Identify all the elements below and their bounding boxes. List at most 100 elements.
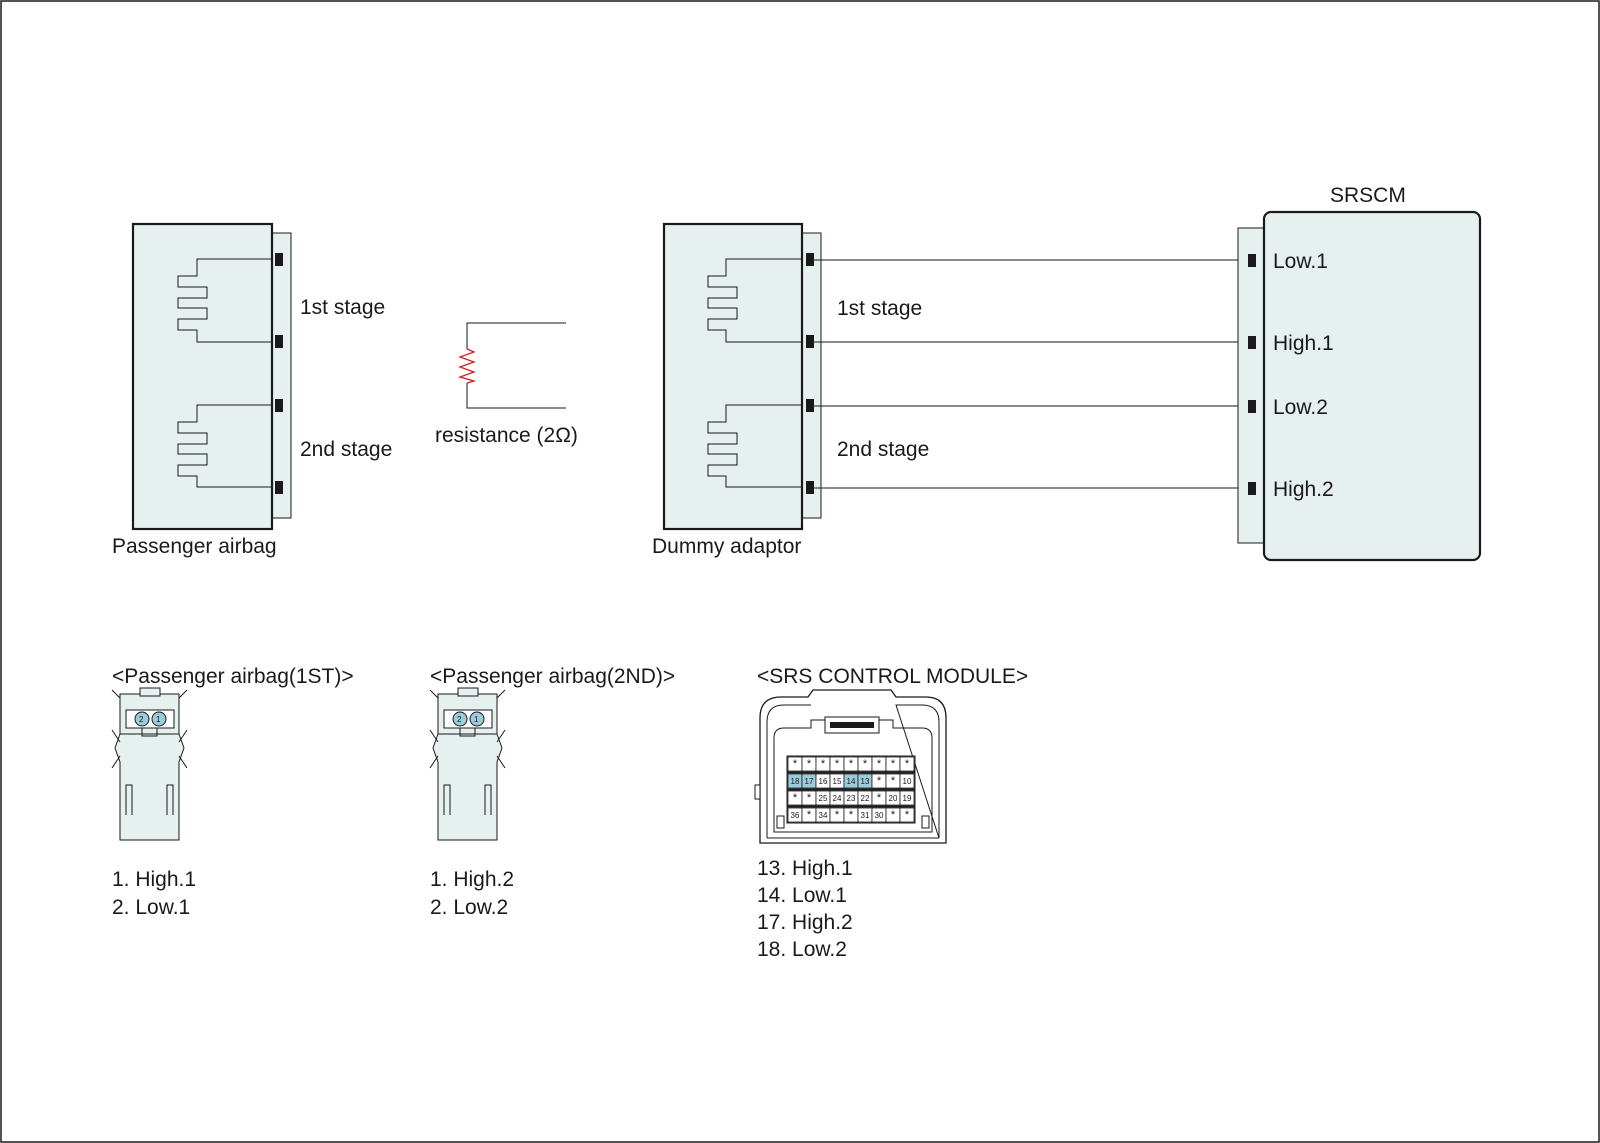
airbag-squib-1st [177, 258, 272, 343]
airbag-terminal-3 [275, 399, 283, 412]
svg-text:1: 1 [156, 715, 161, 724]
connector-legend-item: 1. High.2 [430, 868, 514, 891]
srs-pin-number: 25 [819, 794, 828, 803]
srs-pin-cell [899, 756, 915, 772]
srscm-pin-label: High.1 [1273, 332, 1334, 355]
connector-pin [134, 711, 150, 727]
connector-airbag-1st: <Passenger airbag(1ST)> 2 1 1. High.1 2.… [111, 665, 354, 919]
resistor-lead-bottom [466, 383, 566, 409]
srscm-body [1262, 210, 1482, 562]
srs-pin-number: * [891, 809, 896, 821]
adaptor-squib-2nd [707, 404, 802, 488]
srs-pin-number: 19 [903, 794, 912, 803]
airbag-body [131, 222, 274, 531]
srscm-connector-strip [1237, 227, 1266, 544]
srscm-terminal-1 [1248, 254, 1256, 267]
srs-pin-cell [899, 790, 915, 806]
srscm-terminal-2 [1248, 336, 1256, 349]
adaptor-stage2-label: 2nd stage [837, 438, 929, 461]
srs-pin-number: * [807, 809, 812, 821]
connector-drawing: 2 1 [111, 687, 188, 841]
srs-pin-number: 20 [889, 794, 898, 803]
srs-pin-number: 34 [819, 811, 828, 820]
srscm-pin-label: High.2 [1273, 478, 1334, 501]
srs-pin-number: 15 [833, 777, 842, 786]
connector-pin [469, 711, 485, 727]
connector-legend-item: 2. Low.2 [430, 896, 508, 919]
connector-legend-item: 18. Low.2 [757, 938, 847, 961]
srscm-terminal-3 [1248, 400, 1256, 413]
srs-pin-number: 17 [805, 777, 814, 786]
connector-title: <SRS CONTROL MODULE> [757, 665, 1028, 688]
connector-pin [452, 711, 468, 727]
connector-airbag-2nd: <Passenger airbag(2ND)> 2 1 1. High.2 2.… [429, 665, 675, 919]
srscm-terminal-4 [1248, 482, 1256, 495]
srs-pin-cell [899, 807, 915, 823]
airbag-stage1-label: 1st stage [300, 296, 385, 319]
srs-pin-number: 23 [847, 794, 856, 803]
connector-pin [151, 711, 167, 727]
srs-pin-number: * [877, 775, 882, 787]
adaptor-stage1-label: 1st stage [837, 297, 922, 320]
srs-pin-number: 14 [847, 777, 856, 786]
airbag-terminal-1 [275, 253, 283, 266]
airbag-caption: Passenger airbag [112, 535, 277, 558]
srs-pin-number: * [793, 792, 798, 804]
srs-pin-number: * [877, 792, 882, 804]
connector-title: <Passenger airbag(1ST)> [112, 665, 354, 688]
srscm-unit: SRSCM Low.1 High.1 Low.2 High.2 [1237, 184, 1482, 562]
resistor-assembly: resistance (2Ω) [435, 322, 578, 447]
srs-pin-number: * [891, 775, 896, 787]
srs-pin-number: * [905, 758, 910, 770]
srs-pin-number: 36 [791, 811, 800, 820]
harness-wires [814, 259, 1250, 489]
srs-connector-shell [759, 689, 947, 844]
adaptor-terminal-2 [806, 335, 814, 348]
svg-text:2: 2 [457, 715, 462, 724]
srs-pin-number: 10 [903, 777, 912, 786]
adaptor-terminal-3 [806, 399, 814, 412]
connector-legend-item: 17. High.2 [757, 911, 853, 934]
adaptor-caption: Dummy adaptor [652, 535, 801, 558]
srs-pin-number: 16 [819, 777, 828, 786]
connector-title: <Passenger airbag(2ND)> [430, 665, 675, 688]
resistor-label: resistance (2Ω) [435, 424, 578, 447]
srs-pin-number: 22 [861, 794, 870, 803]
svg-text:1: 1 [474, 715, 479, 724]
adaptor-connector-strip [801, 232, 822, 519]
srs-pin-cell [899, 773, 915, 789]
srs-pin-number: * [905, 809, 910, 821]
adaptor-body [662, 222, 804, 531]
airbag-stage2-label: 2nd stage [300, 438, 392, 461]
airbag-connector-strip [271, 232, 292, 519]
connector-legend-item: 13. High.1 [757, 857, 853, 880]
airbag-squib-2nd [177, 404, 272, 488]
srs-pin-number: * [877, 758, 882, 770]
srs-pin-number: * [835, 758, 840, 770]
srs-pin-number: * [821, 758, 826, 770]
airbag-terminal-2 [275, 335, 283, 348]
srs-pin-number: 31 [861, 811, 870, 820]
connector-drawing: 2 1 [429, 687, 506, 841]
adaptor-terminal-4 [806, 481, 814, 494]
connector-legend-item: 14. Low.1 [757, 884, 847, 907]
srscm-pin-label: Low.1 [1273, 250, 1328, 273]
srs-pin-number: * [793, 758, 798, 770]
srs-pin-number: 24 [833, 794, 842, 803]
adaptor-squib-1st [707, 258, 802, 343]
srs-pin-number: * [891, 758, 896, 770]
svg-text:2: 2 [139, 715, 144, 724]
srs-pin-number: 30 [875, 811, 884, 820]
srs-pin-number: * [849, 809, 854, 821]
srs-pin-number: * [835, 809, 840, 821]
airbag-terminal-4 [275, 481, 283, 494]
srs-pin-number: * [807, 758, 812, 770]
srs-pin-number: * [849, 758, 854, 770]
srs-pin-number: 13 [861, 777, 870, 786]
resistor-lead-top [466, 322, 566, 349]
connector-legend-item: 1. High.1 [112, 868, 196, 891]
dummy-adaptor-unit: 1st stage 2nd stage Dummy adaptor [652, 222, 929, 558]
passenger-airbag-unit: 1st stage 2nd stage Passenger airbag [112, 222, 392, 558]
